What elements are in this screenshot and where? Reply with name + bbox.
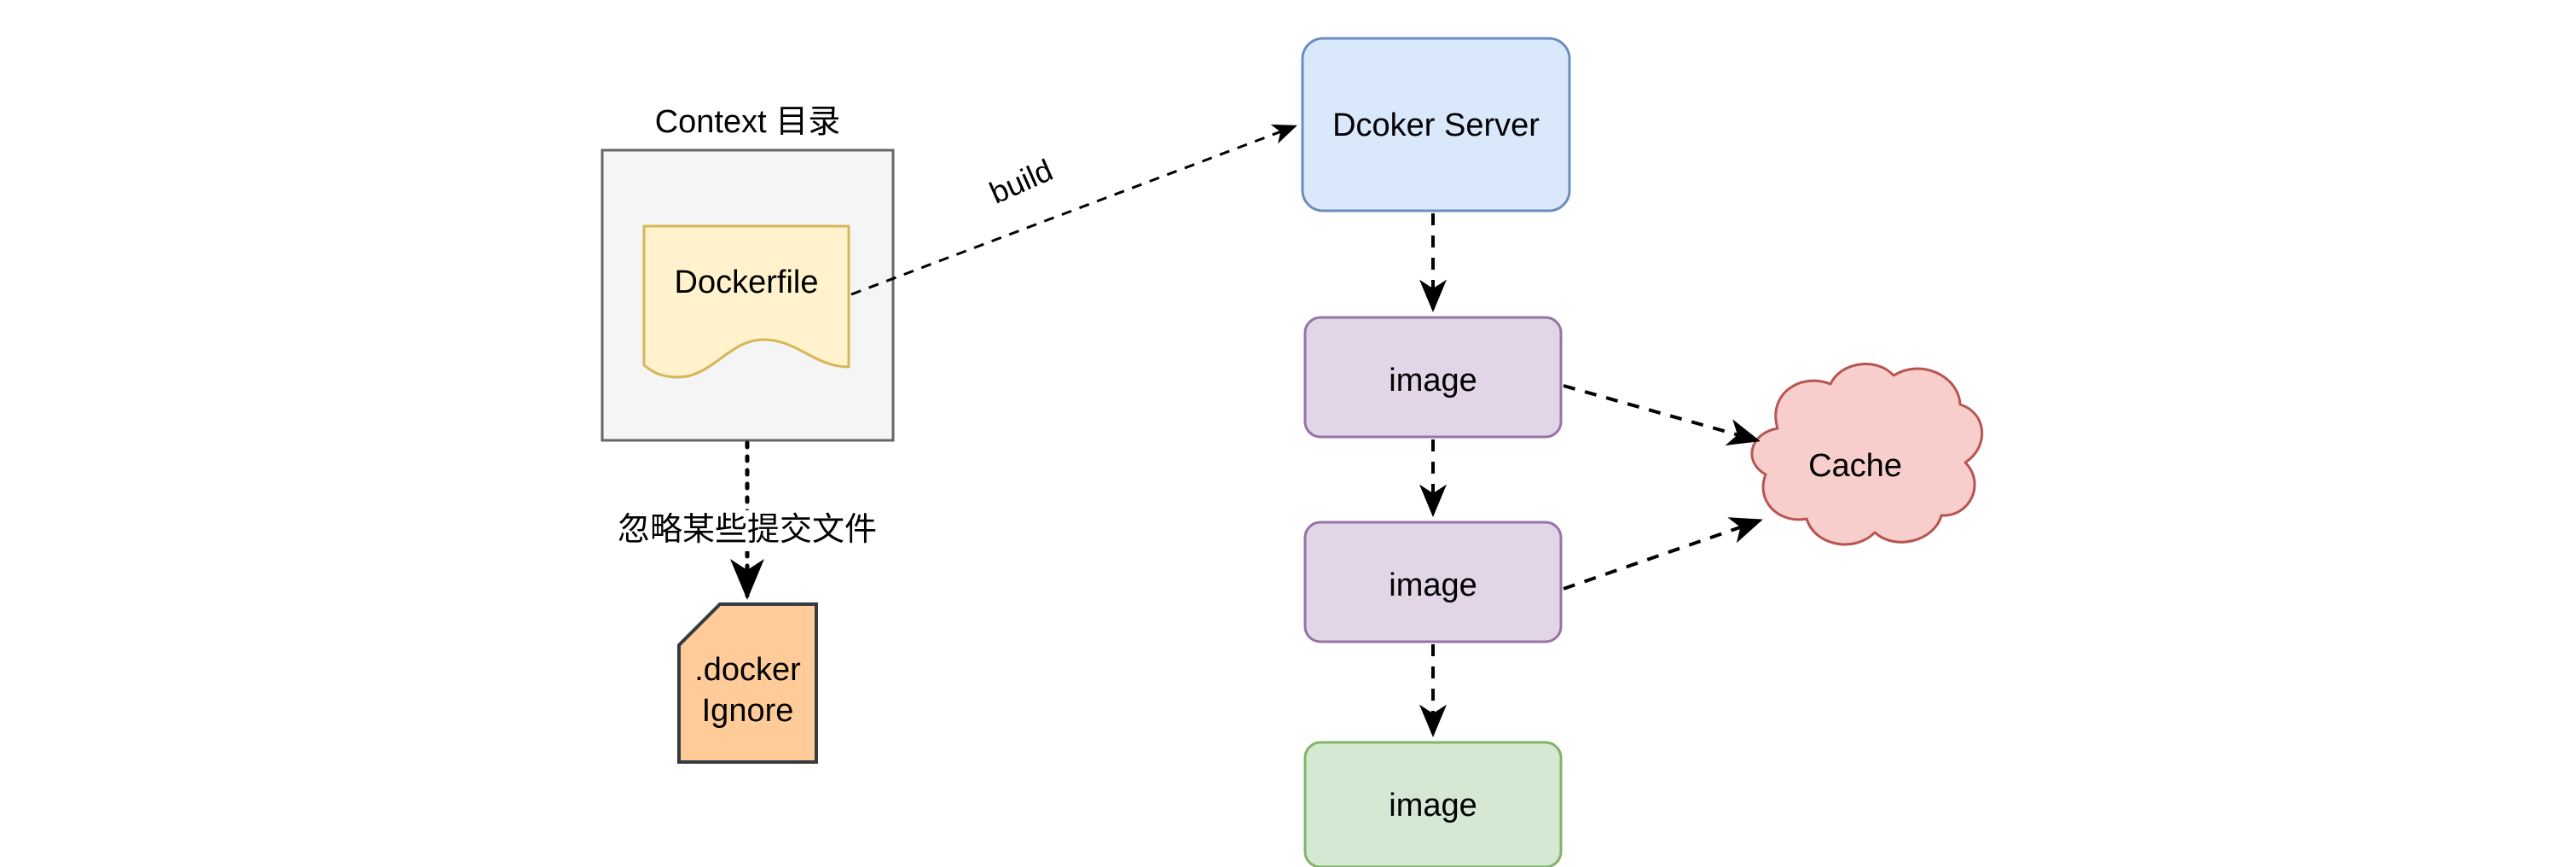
docker-server-box[interactable] (1301, 37, 1571, 212)
image-box-3[interactable] (1303, 741, 1563, 867)
image-box-2[interactable] (1303, 521, 1563, 643)
cache-cloud-shape[interactable] (1750, 363, 1984, 546)
edge-image2-to-cache (1563, 517, 1763, 591)
image-box-1[interactable] (1303, 316, 1563, 439)
edge-image1-to-cache (1563, 384, 1761, 446)
dockerfile-shape[interactable] (642, 224, 850, 379)
edge-build (850, 124, 1297, 296)
dockerignore-shape[interactable] (677, 602, 818, 764)
